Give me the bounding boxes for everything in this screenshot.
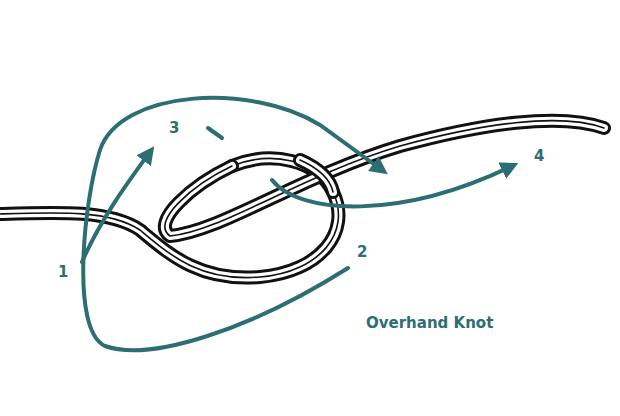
rope-end xyxy=(165,121,604,236)
rope-crossing-strand xyxy=(300,160,333,192)
rope-end-strand xyxy=(165,121,604,236)
rope-crossing-inner xyxy=(300,160,333,192)
direction-arrows xyxy=(82,98,512,350)
rope-end-inner xyxy=(165,121,604,236)
direction-arrow-dash xyxy=(208,128,222,138)
callout-number: 1 xyxy=(56,264,70,281)
callout-number: 3 xyxy=(167,120,181,137)
direction-arrow xyxy=(272,166,512,206)
callout-number: 4 xyxy=(532,148,546,165)
callout-number: 2 xyxy=(355,244,369,261)
direction-arrow xyxy=(83,98,382,350)
diagram-title: Overhand Knot xyxy=(364,315,495,332)
direction-arrow xyxy=(82,152,150,262)
rope-crossing xyxy=(300,160,333,192)
